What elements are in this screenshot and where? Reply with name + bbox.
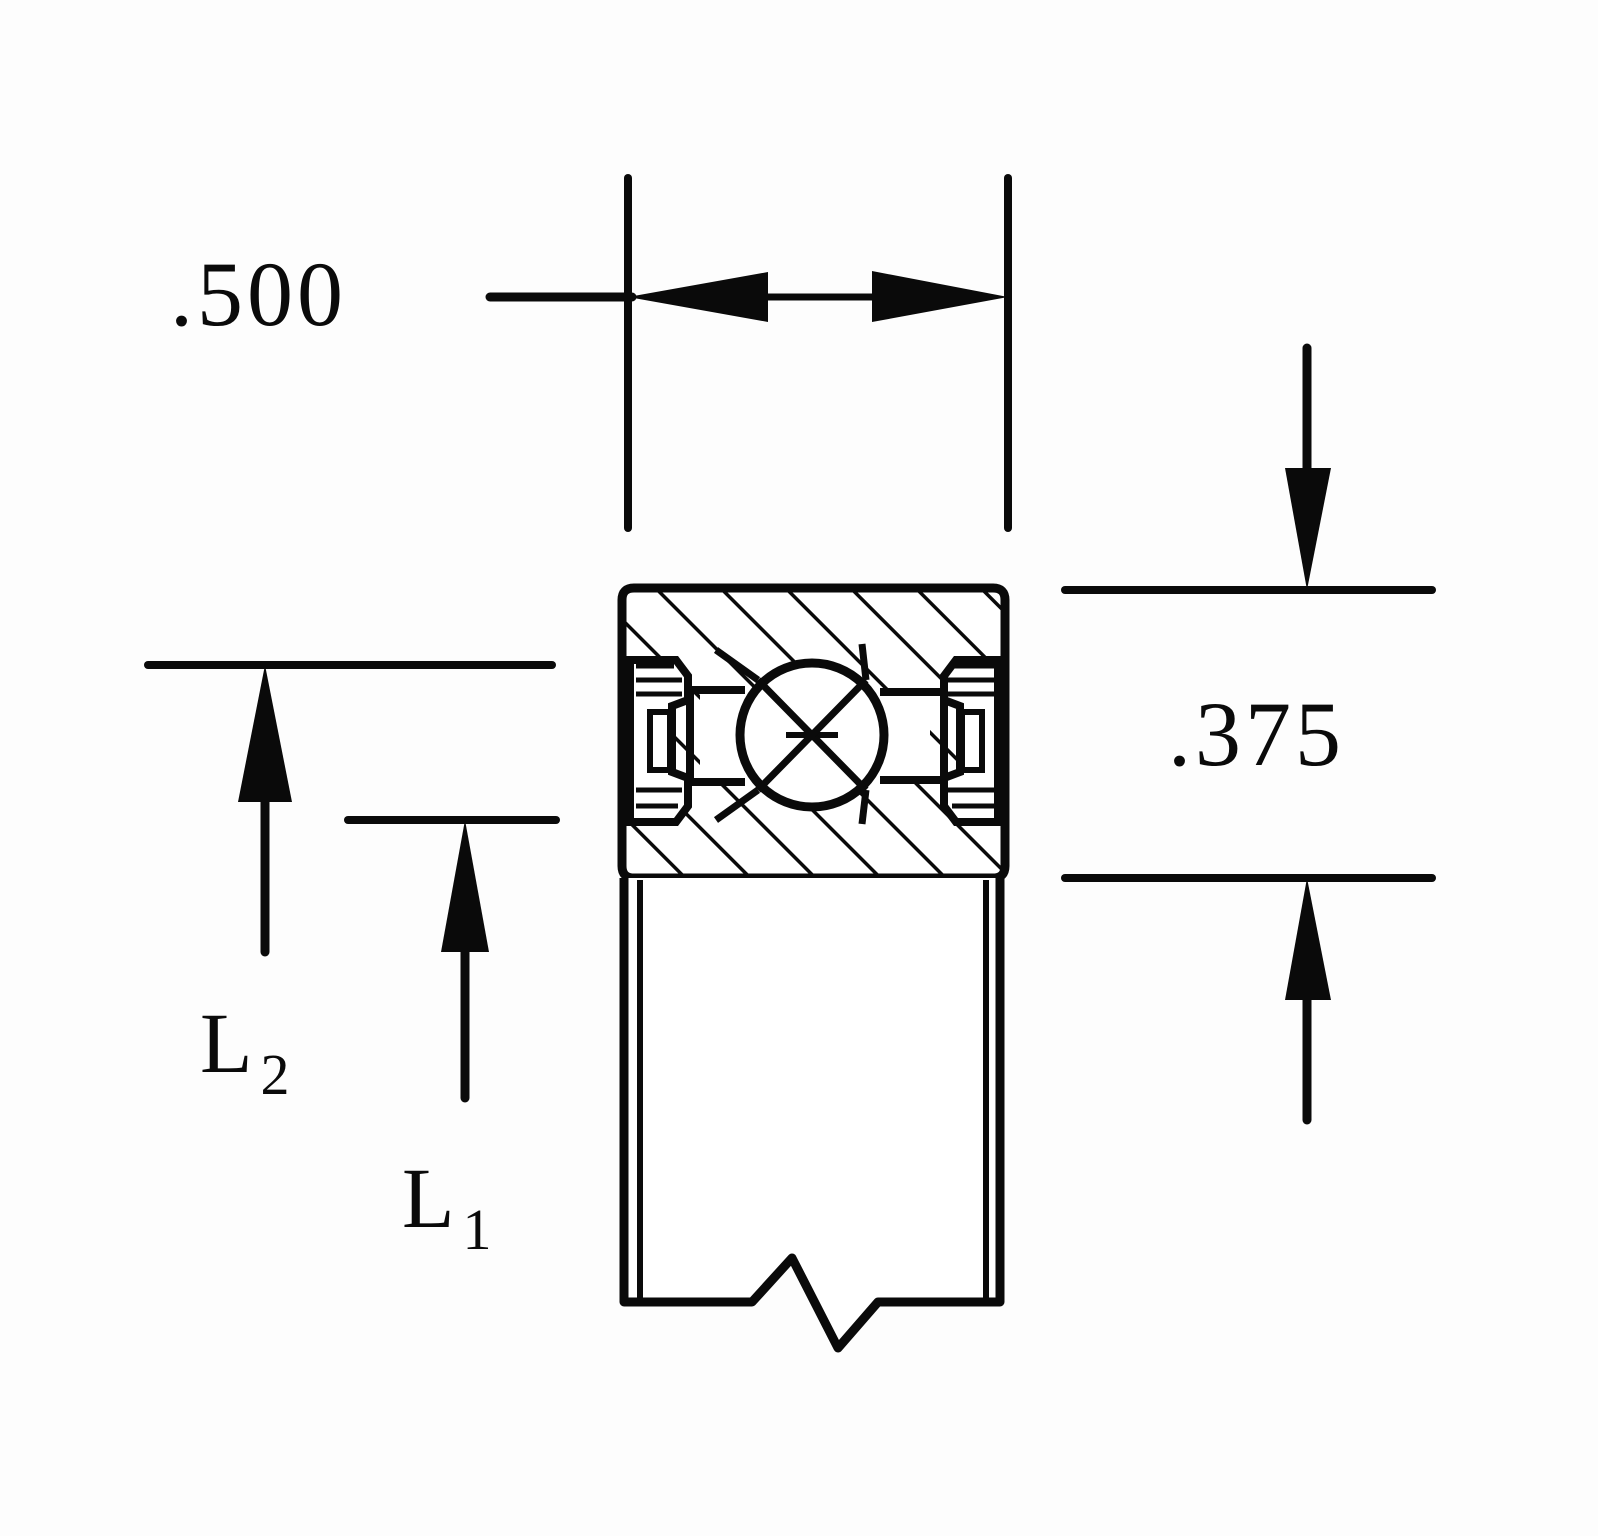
seal-right-slot [959,709,985,773]
leader-L1-label-subscript: 1 [462,1197,492,1262]
leader-L2-label-subscript: 2 [260,1042,290,1107]
height-dimension-group [1061,343,1436,1125]
arrowhead-left-icon [628,272,768,322]
seal-left-group [626,656,692,826]
shaft-outline [619,878,1005,1353]
contact-tail-upper-left [713,647,761,683]
leader-L1-label-base: L [402,1150,455,1246]
arrowhead-up-icon [1285,878,1331,1000]
height-dimension-label: .375 [1168,683,1345,785]
leader-L2-label-base: L [200,995,253,1091]
bearing-cross-section-group [617,583,1010,1353]
leader-L1-group [344,816,560,1103]
seal-left-slot [647,709,673,773]
contact-tail-lower-left [713,787,761,823]
arrowhead-down-icon [1285,468,1331,590]
contact-angle-line-b [755,677,869,793]
leader-L1-arrowhead-icon [441,820,489,952]
raceway-cavity-right [880,688,948,784]
leader-L2-arrowhead-icon [238,665,292,802]
width-dimension-label: .500 [170,243,347,345]
seal-right-group [940,656,1002,826]
leader-L2-group [144,661,556,957]
contact-tail-lower-right [858,789,870,825]
contact-tail-upper-right [858,643,870,681]
arrowhead-right-icon [872,271,1008,322]
raceway-cavity-left [686,686,745,786]
width-dimension-group [485,174,1012,532]
